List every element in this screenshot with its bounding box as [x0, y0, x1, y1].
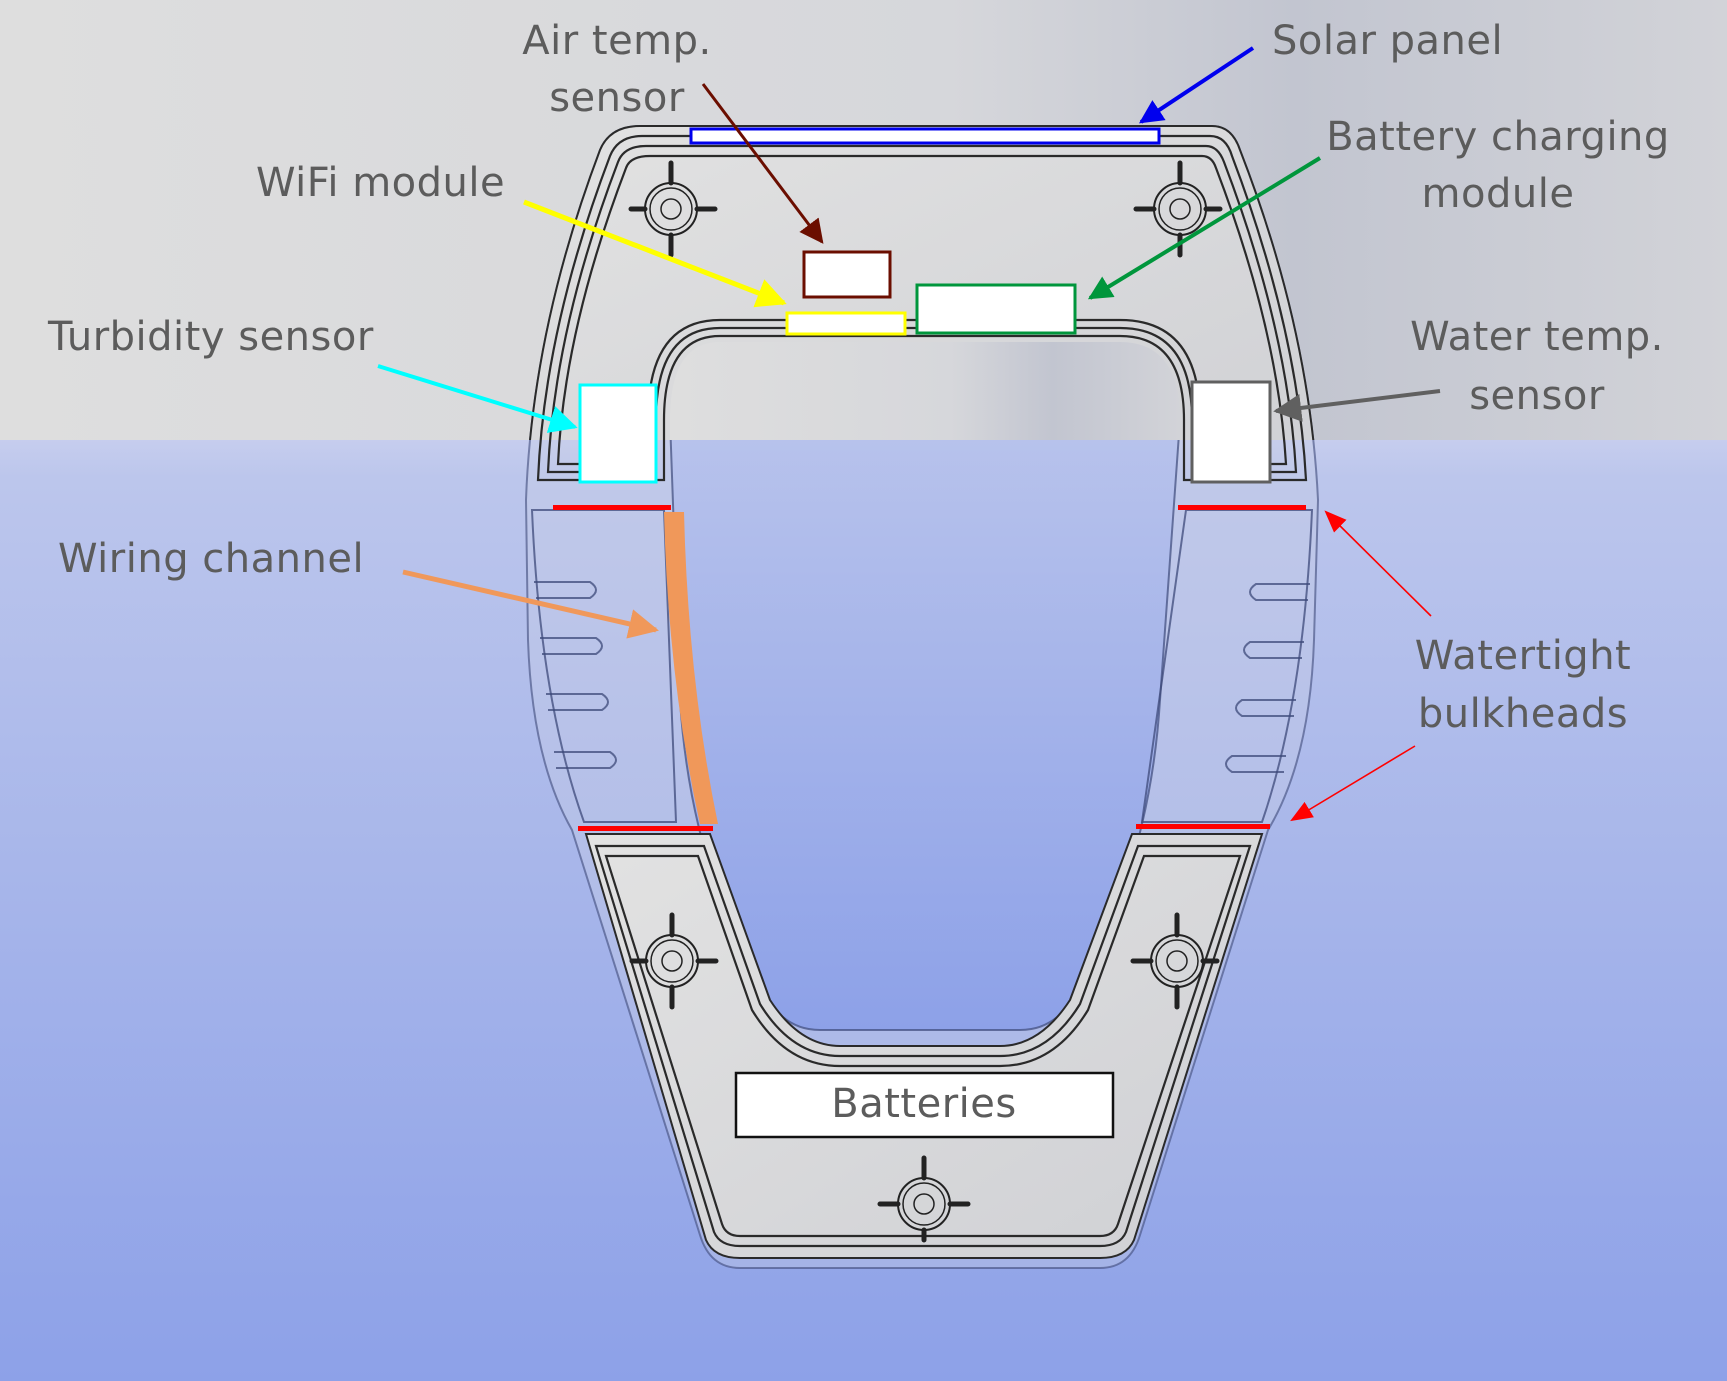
mount-boss-top-left — [628, 160, 718, 258]
solar-panel-box — [689, 127, 1161, 145]
battery-charging-module-box — [915, 283, 1077, 335]
air-temp-label-line1: Air temp. — [522, 18, 712, 64]
mount-boss-bottom-center — [877, 1155, 971, 1243]
turbidity-sensor-box — [578, 383, 658, 484]
bulkhead-upper-right — [1178, 505, 1306, 510]
bulkhead-lower-right — [1136, 824, 1270, 829]
solar-panel-arrow — [1138, 46, 1255, 124]
boat-hull — [524, 125, 1320, 1269]
water-temp-label-line2: sensor — [1469, 373, 1605, 419]
wiring-channel-label: Wiring channel — [58, 536, 364, 582]
wifi-module-label: WiFi module — [256, 160, 505, 206]
battery-charging-label-line1: Battery charging — [1326, 114, 1670, 160]
wiring-channel-arrow — [402, 569, 659, 639]
air-temp-label-line2: sensor — [549, 75, 685, 121]
wifi-module-box — [785, 311, 907, 336]
bulkheads-label-line1: Watertight — [1415, 633, 1631, 679]
turbidity-label: Turbidity sensor — [47, 314, 374, 360]
bulkheads-label-line2: bulkheads — [1418, 691, 1628, 737]
bulkhead-arrow-upper — [1324, 510, 1432, 617]
wifi-arrow — [523, 199, 787, 308]
water-temp-sensor-box — [1190, 380, 1272, 484]
water-temp-arrow — [1273, 389, 1441, 422]
battery-charging-arrow — [1087, 156, 1322, 300]
solar-panel-label: Solar panel — [1272, 18, 1503, 64]
wiring-channel — [664, 512, 718, 824]
bulkhead-arrow-lower — [1290, 745, 1416, 822]
battery-charging-label-line2: module — [1422, 171, 1575, 217]
mount-boss-bottom-left — [629, 912, 719, 1010]
air-temp-arrow — [701, 83, 824, 244]
water-temp-label-line1: Water temp. — [1410, 314, 1664, 360]
turbidity-arrow — [377, 364, 578, 433]
left-fins — [534, 581, 617, 769]
mount-boss-bottom-right — [1130, 912, 1220, 1010]
right-fins — [1225, 583, 1310, 773]
batteries-box — [734, 1071, 1115, 1139]
bulkhead-upper-left — [553, 505, 671, 510]
bulkhead-lower-left — [578, 826, 713, 831]
batteries-label: Batteries — [831, 1081, 1016, 1127]
air-temp-sensor-box — [802, 250, 892, 299]
